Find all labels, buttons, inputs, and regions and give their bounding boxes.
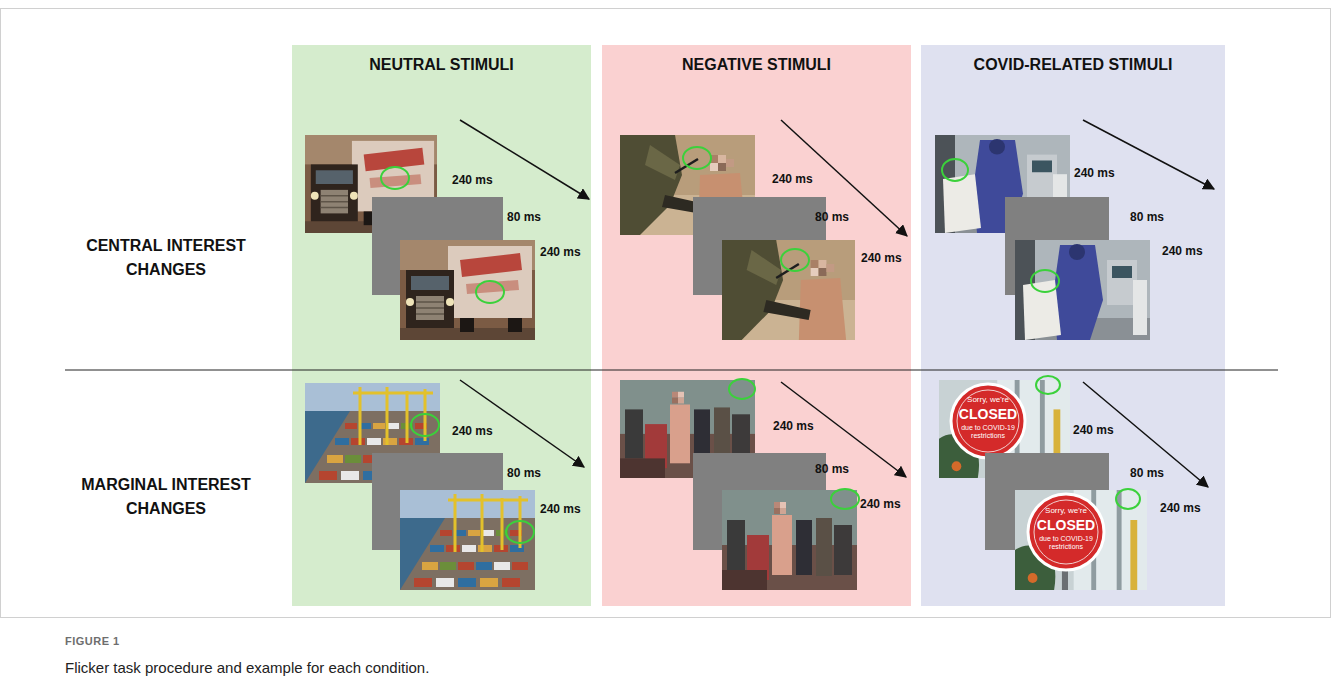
highlight-circle bbox=[942, 159, 968, 181]
duration-label: 80 ms bbox=[815, 462, 849, 476]
duration-label: 80 ms bbox=[1130, 210, 1164, 224]
highlight-circle bbox=[381, 167, 409, 189]
sign-text: Sorry, we're bbox=[967, 395, 1009, 405]
condition-panel: NEUTRAL STIMULI bbox=[292, 45, 591, 606]
duration-label: 240 ms bbox=[452, 424, 493, 438]
highlight-circle bbox=[411, 414, 439, 436]
stimulus-illustration bbox=[602, 45, 911, 606]
sign-text: due to COVID-19 restrictions bbox=[961, 424, 1015, 440]
closed-sign-ring bbox=[1034, 500, 1098, 564]
sign-text: CLOSED bbox=[959, 406, 1017, 422]
duration-label: 80 ms bbox=[815, 210, 849, 224]
row-label: MARGINAL INTEREST CHANGES bbox=[66, 473, 266, 521]
trial-sequence bbox=[620, 379, 906, 590]
duration-label: 240 ms bbox=[1073, 423, 1114, 437]
highlight-circle bbox=[729, 379, 755, 399]
sign-text: Sorry, we're bbox=[1045, 506, 1087, 516]
duration-label: 80 ms bbox=[507, 210, 541, 224]
trial-sequence bbox=[935, 120, 1214, 340]
duration-label: 240 ms bbox=[772, 172, 813, 186]
duration-label: 80 ms bbox=[1130, 466, 1164, 480]
duration-label: 240 ms bbox=[540, 502, 581, 516]
figure-caption: Flicker task procedure and example for e… bbox=[65, 659, 429, 677]
duration-label: 80 ms bbox=[507, 466, 541, 480]
duration-label: 240 ms bbox=[452, 173, 493, 187]
frame-border bbox=[1, 9, 1331, 618]
duration-label: 240 ms bbox=[1162, 244, 1203, 258]
duration-label: 240 ms bbox=[860, 497, 901, 511]
stimulus-illustration bbox=[292, 45, 591, 606]
row-divider bbox=[602, 370, 911, 371]
time-arrow bbox=[460, 120, 589, 199]
panel-heading: NEUTRAL STIMULI bbox=[292, 45, 591, 75]
closed-sign bbox=[1028, 494, 1104, 570]
highlight-circle bbox=[831, 489, 859, 509]
duration-label: 240 ms bbox=[773, 419, 814, 433]
row-divider bbox=[65, 370, 1278, 371]
stimulus-photo bbox=[722, 240, 855, 340]
highlight-circle bbox=[476, 281, 504, 303]
condition-panel: NEGATIVE STIMULI bbox=[602, 45, 911, 606]
highlight-circle bbox=[1031, 270, 1059, 292]
figure-number: FIGURE 1 bbox=[65, 635, 120, 648]
stimulus-photo bbox=[1015, 490, 1147, 590]
row-divider bbox=[292, 370, 591, 371]
closed-sign bbox=[951, 384, 1025, 458]
highlight-circle bbox=[506, 521, 534, 543]
sign-text: due to COVID-19 restrictions bbox=[1039, 535, 1093, 551]
row-label: CENTRAL INTEREST CHANGES bbox=[66, 234, 266, 282]
trial-sequence bbox=[305, 120, 589, 340]
row-divider bbox=[921, 370, 1225, 371]
panel-heading: COVID-RELATED STIMULI bbox=[921, 45, 1225, 75]
highlight-circle bbox=[1036, 376, 1060, 394]
duration-label: 240 ms bbox=[1074, 166, 1115, 180]
sign-text: CLOSED bbox=[1037, 517, 1095, 533]
trial-sequence bbox=[620, 120, 907, 340]
highlight-circle bbox=[781, 249, 809, 271]
stimulus-photo bbox=[722, 490, 857, 590]
trial-sequence bbox=[305, 380, 584, 590]
duration-label: 240 ms bbox=[540, 245, 581, 259]
stimulus-photo bbox=[400, 490, 535, 590]
highlight-circle bbox=[683, 147, 711, 169]
time-arrow bbox=[460, 380, 584, 467]
duration-label: 240 ms bbox=[861, 251, 902, 265]
stimulus-photo bbox=[1015, 240, 1150, 340]
highlight-circle bbox=[1116, 489, 1140, 509]
closed-sign-ring bbox=[957, 390, 1019, 452]
stimulus-photo bbox=[400, 240, 535, 340]
panel-heading: NEGATIVE STIMULI bbox=[602, 45, 911, 75]
duration-label: 240 ms bbox=[1160, 501, 1201, 515]
trial-sequence bbox=[939, 376, 1208, 590]
